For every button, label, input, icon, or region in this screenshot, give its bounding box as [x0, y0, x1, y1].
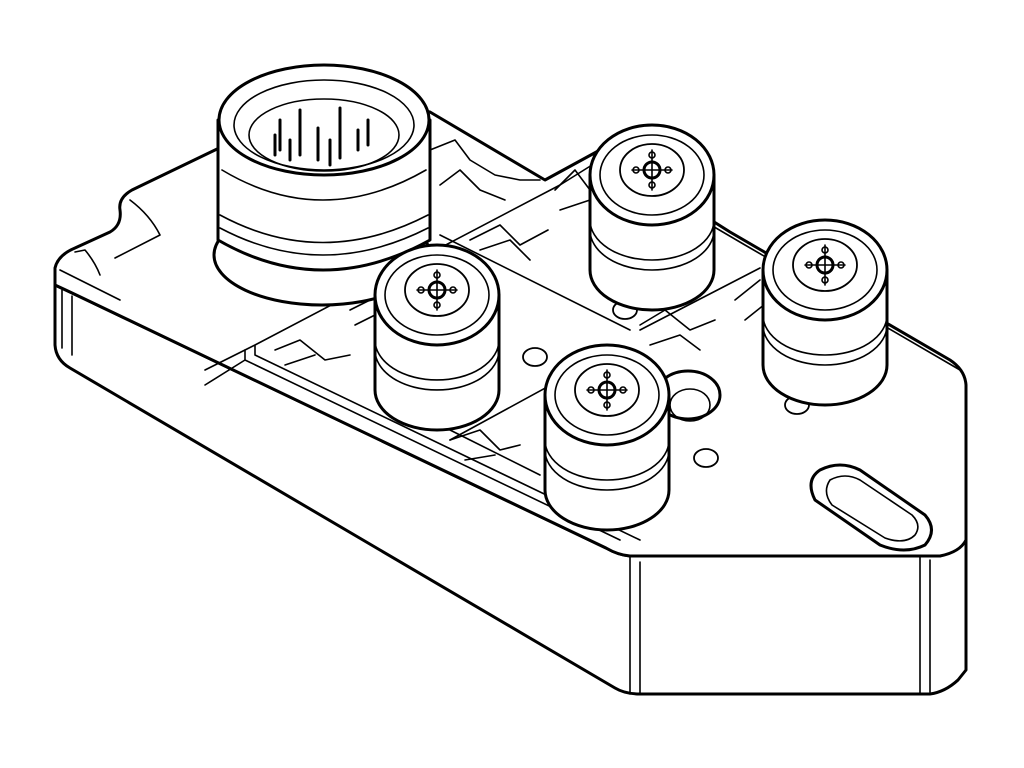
plateau-step [204, 349, 246, 386]
divider-ribs [439, 234, 761, 476]
connector-pins [273, 106, 370, 167]
m12-connector-2 [761, 218, 889, 407]
m12-connector-3 [373, 243, 501, 432]
front-edge-fillet [61, 289, 73, 356]
left-notch [114, 199, 161, 259]
m12-connector-4 [543, 343, 671, 532]
mounting-slot-right [809, 463, 933, 552]
front-face-edges [629, 555, 931, 695]
left-step-edge [59, 249, 121, 301]
m12-connectors [373, 123, 889, 532]
main-connector [212, 63, 432, 307]
m12-connector-1 [588, 123, 716, 312]
latch-clips [274, 139, 771, 461]
